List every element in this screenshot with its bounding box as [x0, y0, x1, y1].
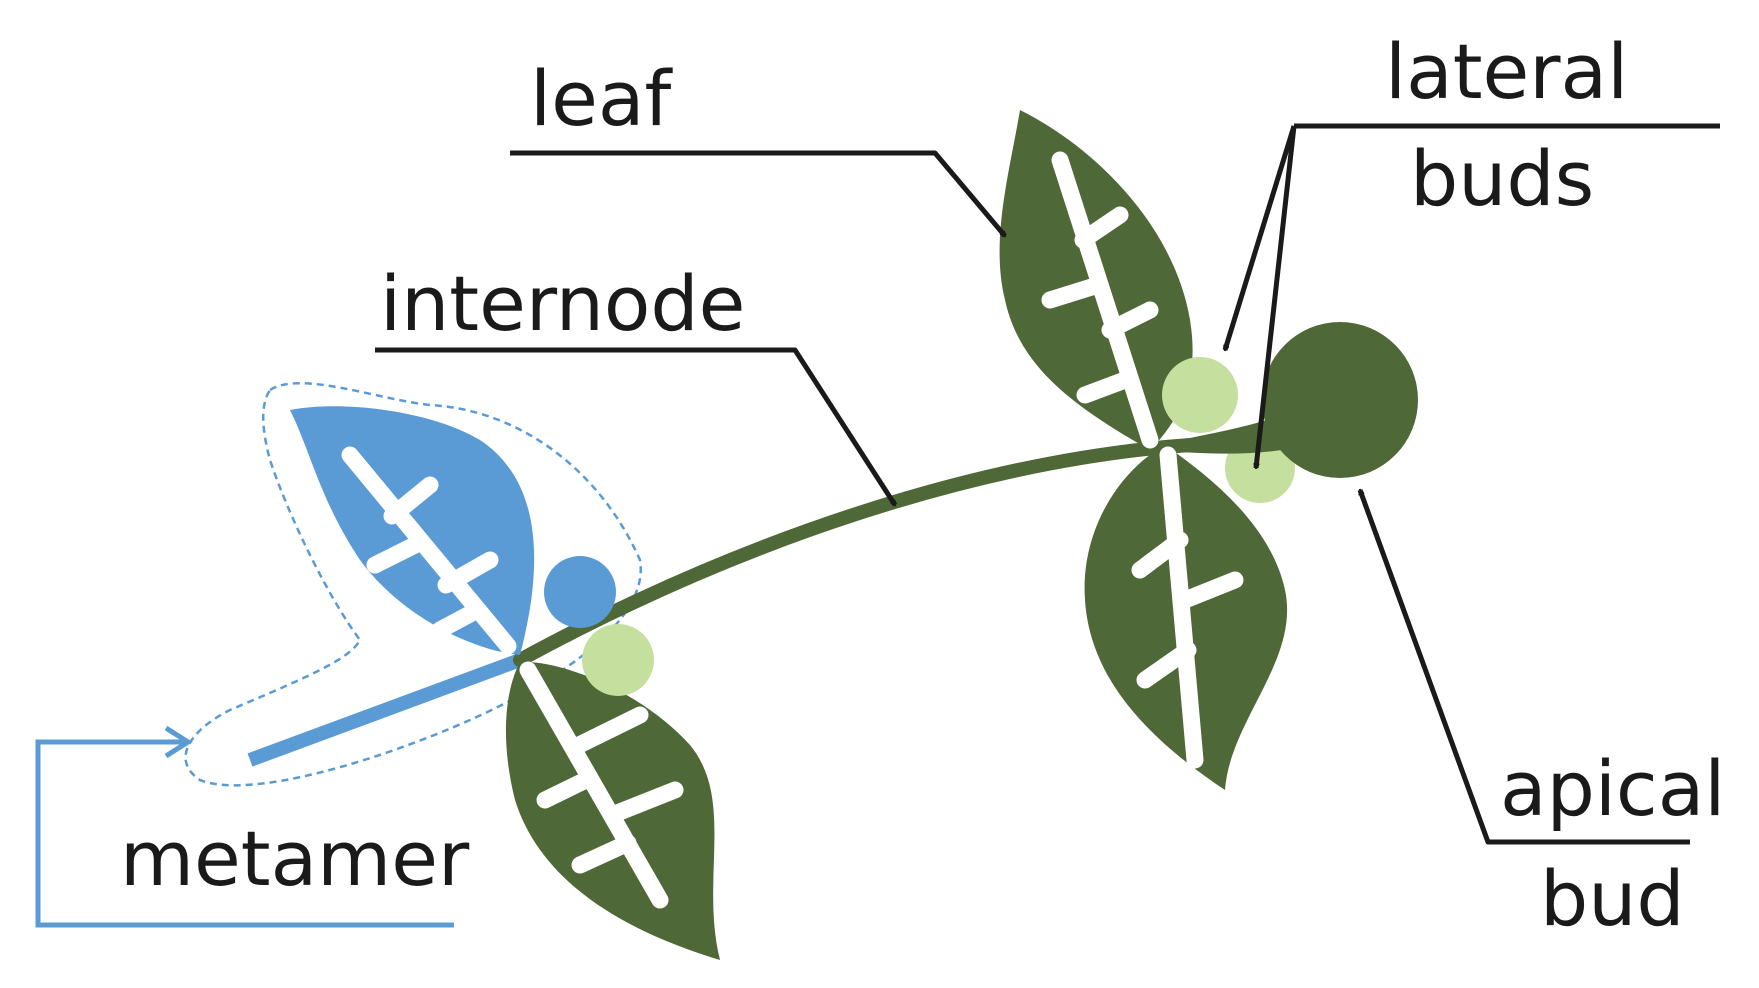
metamer-bracket-arrowhead — [164, 725, 193, 759]
lower-right-leaf — [1084, 445, 1288, 790]
lower-node-lateral-bud — [582, 624, 654, 696]
metamer-internode — [247, 653, 523, 767]
lateral-buds-callout-lower — [1256, 125, 1297, 468]
label-lateral: lateral — [1385, 27, 1628, 116]
metamer-leaf — [290, 406, 535, 655]
internode-stem — [513, 438, 1197, 667]
lateral-buds-callout-upper — [1222, 125, 1297, 350]
internode-callout — [375, 347, 898, 505]
upper-leaf — [999, 110, 1193, 450]
label-bud: bud — [1540, 854, 1685, 943]
apical-bud — [1262, 322, 1418, 478]
label-metamer: metamer — [120, 814, 470, 903]
leaf-callout — [510, 150, 1007, 236]
metamer-bracket-line — [35, 739, 454, 928]
lateral-bud-upper — [1162, 357, 1238, 433]
lower-left-leaf — [505, 661, 720, 960]
label-leaf: leaf — [530, 54, 673, 143]
label-apical: apical — [1500, 744, 1725, 833]
apical-bud-callout — [1357, 490, 1690, 845]
label-internode: internode — [380, 259, 745, 348]
label-buds: buds — [1410, 134, 1594, 223]
metamer-lateral-bud — [544, 556, 616, 628]
metamer-dashed-outline — [184, 382, 642, 787]
